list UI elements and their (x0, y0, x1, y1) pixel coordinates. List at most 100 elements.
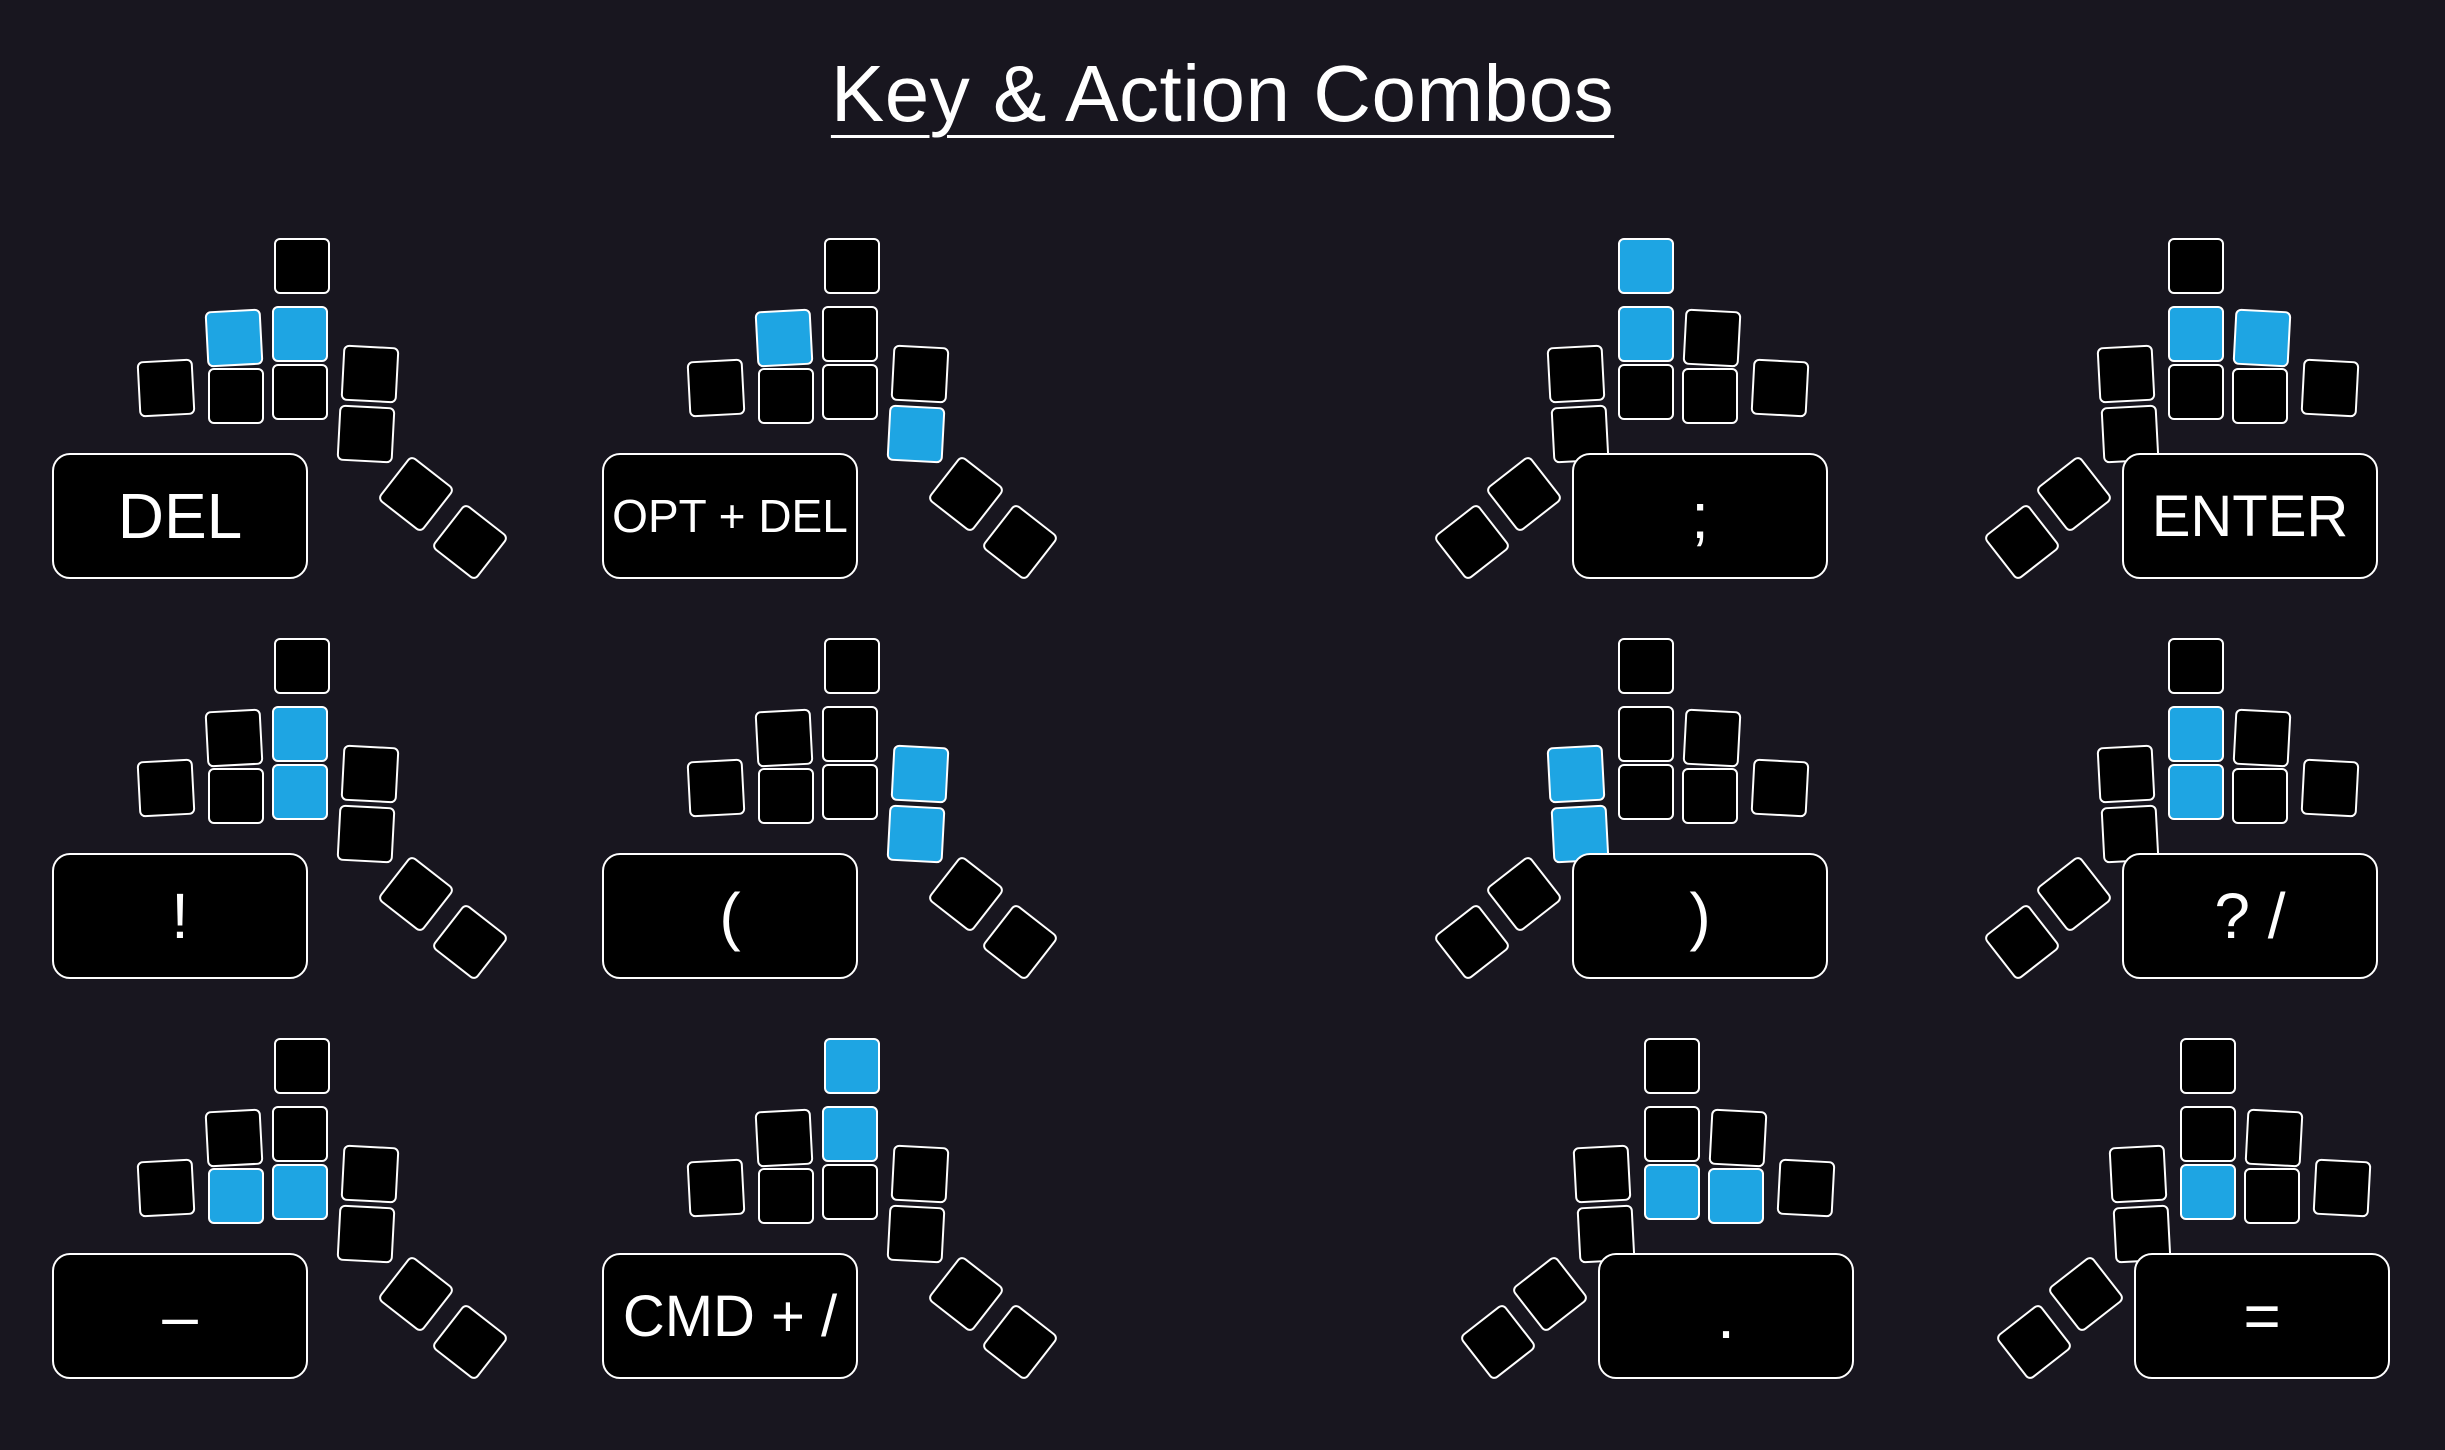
key-thumb1 (926, 854, 1006, 934)
key-thumb1 (2034, 854, 2114, 934)
key-middle-home (1618, 364, 1674, 420)
combo-label: ; (1572, 453, 1828, 579)
key-index-top (890, 1144, 950, 1204)
key-middle-top (1644, 1106, 1700, 1162)
key-pinky-home (2300, 358, 2360, 418)
key-pinky-home (1776, 1158, 1836, 1218)
key-thumb1 (376, 454, 456, 534)
combo-10: CMD + / (602, 1038, 1136, 1408)
key-middle-home (822, 1164, 878, 1220)
key-thumb1 (1484, 454, 1564, 534)
key-middle-extra (824, 638, 880, 694)
key-thumb1 (376, 1254, 456, 1334)
combo-label: = (2134, 1253, 2390, 1379)
key-index-top-active (890, 744, 950, 804)
key-thumb2 (1432, 902, 1512, 982)
key-middle-top (1618, 706, 1674, 762)
combo-6: ( (602, 638, 1136, 1008)
key-ring-top (1682, 308, 1742, 368)
key-index-top (340, 344, 400, 404)
key-middle-top-active (1618, 306, 1674, 362)
combo-3: ; (1362, 238, 1882, 608)
key-ring-top (754, 1108, 814, 1168)
key-pinky-home (686, 758, 746, 818)
key-thumb1 (926, 454, 1006, 534)
key-thumb2 (430, 1302, 510, 1382)
key-ring-home-active (1708, 1168, 1764, 1224)
key-thumb1 (2034, 454, 2114, 534)
combo-4: ENTER (1912, 238, 2432, 608)
key-ring-top (2232, 708, 2292, 768)
key-ring-top (204, 708, 264, 768)
key-middle-extra (824, 238, 880, 294)
key-index-mid (336, 804, 396, 864)
key-thumb2 (1982, 902, 2062, 982)
key-middle-top-active (2168, 306, 2224, 362)
key-ring-home (2232, 768, 2288, 824)
key-middle-top (272, 1106, 328, 1162)
key-middle-extra (274, 1038, 330, 1094)
key-index-mid (336, 404, 396, 464)
key-index-mid-active (886, 404, 946, 464)
key-middle-top-active (822, 1106, 878, 1162)
key-ring-top-active (204, 308, 264, 368)
key-pinky-home (2312, 1158, 2372, 1218)
key-pinky-home (1750, 758, 1810, 818)
key-ring-home (2244, 1168, 2300, 1224)
key-middle-home (1618, 764, 1674, 820)
key-ring-top (2244, 1108, 2304, 1168)
key-middle-extra (274, 638, 330, 694)
key-ring-top (204, 1108, 264, 1168)
key-index-mid (886, 1204, 946, 1264)
key-middle-top-active (272, 706, 328, 762)
key-thumb1 (1484, 854, 1564, 934)
combo-label: . (1598, 1253, 1854, 1379)
key-middle-home-active (2168, 764, 2224, 820)
key-thumb1 (926, 1254, 1006, 1334)
key-middle-extra (1618, 638, 1674, 694)
key-pinky-home (136, 758, 196, 818)
key-ring-top-active (2232, 308, 2292, 368)
key-index-mid-active (886, 804, 946, 864)
key-index-top (1572, 1144, 1632, 1204)
key-ring-top (754, 708, 814, 768)
combo-label: OPT + DEL (602, 453, 858, 579)
combo-label: DEL (52, 453, 308, 579)
combo-11: . (1388, 1038, 1908, 1408)
key-ring-home (1682, 368, 1738, 424)
key-ring-home (758, 368, 814, 424)
combo-1: DEL (52, 238, 586, 608)
combo-label: ! (52, 853, 308, 979)
key-middle-extra (274, 238, 330, 294)
combo-label: CMD + / (602, 1253, 858, 1379)
page-title: Key & Action Combos (830, 49, 1615, 138)
key-middle-extra-active (824, 1038, 880, 1094)
combo-2: OPT + DEL (602, 238, 1136, 608)
combo-label: ? / (2122, 853, 2378, 979)
key-thumb2 (980, 1302, 1060, 1382)
key-index-top-active (1546, 744, 1606, 804)
combo-9: – (52, 1038, 586, 1408)
key-pinky-home (686, 358, 746, 418)
key-middle-home (2168, 364, 2224, 420)
combo-5: ! (52, 638, 586, 1008)
key-pinky-home (136, 358, 196, 418)
key-middle-top-active (2168, 706, 2224, 762)
key-index-top (890, 344, 950, 404)
combo-label: ENTER (2122, 453, 2378, 579)
key-middle-extra (2168, 238, 2224, 294)
key-thumb2 (980, 502, 1060, 582)
key-index-top (340, 744, 400, 804)
key-middle-home-active (272, 764, 328, 820)
key-thumb2 (430, 902, 510, 982)
combo-8: ? / (1912, 638, 2432, 1008)
key-thumb2 (430, 502, 510, 582)
key-middle-top (822, 306, 878, 362)
key-middle-extra (2168, 638, 2224, 694)
key-thumb2 (1432, 502, 1512, 582)
key-index-top (2096, 744, 2156, 804)
key-index-mid (336, 1204, 396, 1264)
key-middle-home (822, 764, 878, 820)
key-ring-home (208, 368, 264, 424)
key-thumb1 (2046, 1254, 2126, 1334)
